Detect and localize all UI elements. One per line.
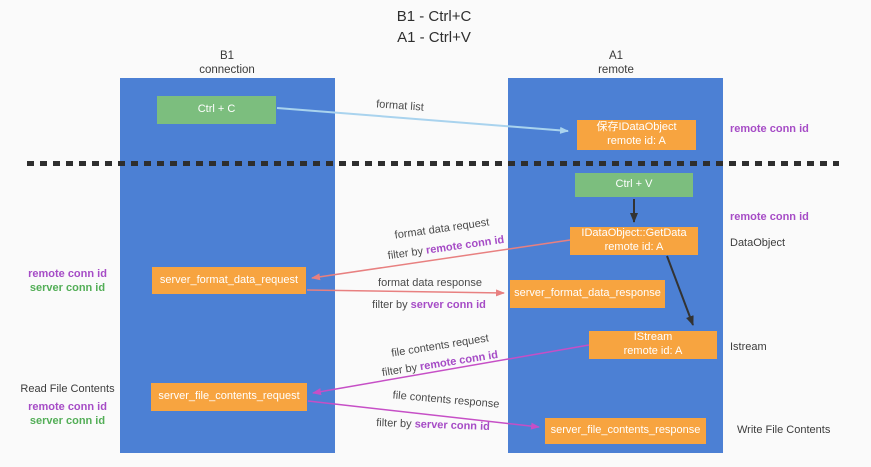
right-annotation-istream: Istream <box>730 341 767 353</box>
right-annotation-remote-conn-id-2: remote conn id <box>730 211 809 223</box>
label-file-contents-response: file contents response <box>392 389 500 411</box>
right-annotation-remote-conn-id-1: remote conn id <box>730 123 809 135</box>
node-ctrl-c: Ctrl + C <box>157 96 276 124</box>
label-format-data-response: format data response <box>378 277 482 289</box>
server-conn-id-text: server conn id <box>414 418 491 433</box>
node-save-idataobject: 保存IDataObject remote id: A <box>577 120 696 150</box>
node-save-idataobject-line2: remote id: A <box>607 135 666 147</box>
format-data-response-arrow <box>306 289 505 297</box>
server-conn-id-text: server conn id <box>410 299 486 311</box>
node-ctrl-c-label: Ctrl + C <box>197 103 236 116</box>
filter-prefix: filter by <box>372 299 411 311</box>
node-istream: IStream remote id: A <box>589 331 717 359</box>
node-istream-line2: remote id: A <box>623 345 683 357</box>
lane-a1-subtitle: remote <box>598 63 634 76</box>
filter-prefix: filter by <box>375 417 415 431</box>
node-ctrl-v-label: Ctrl + V <box>615 178 653 191</box>
left-annotation-server-conn-id-1: server conn id <box>29 282 106 294</box>
node-getdata-line1: IDataObject::GetData <box>581 227 687 240</box>
node-file-response-label: server_file_contents_response <box>550 424 701 437</box>
label-format-list: format list <box>375 98 425 114</box>
diagram-title-line1: B1 - Ctrl+C <box>396 8 472 25</box>
lane-b1-title: B1 <box>219 50 235 62</box>
label-filter-server-2: filter by server conn id <box>376 417 490 433</box>
node-getdata-line2: remote id: A <box>604 241 664 253</box>
node-server-format-data-request: server_format_data_request <box>152 267 306 294</box>
node-ctrl-v: Ctrl + V <box>575 173 693 197</box>
filter-prefix: filter by <box>387 244 427 263</box>
lane-header-b1: B1 connection <box>199 50 255 78</box>
diagram-title: B1 - Ctrl+C A1 - Ctrl+V <box>397 6 472 49</box>
node-server-file-contents-response: server_file_contents_response <box>545 418 706 444</box>
right-annotation-write-file-contents: Write File Contents <box>737 424 831 436</box>
node-idataobject-getdata: IDataObject::GetData remote id: A <box>570 227 698 255</box>
diagram-title-line2: A1 - Ctrl+V <box>397 29 471 47</box>
right-annotation-dataobject: DataObject <box>730 237 786 249</box>
node-server-file-contents-request: server_file_contents_request <box>151 383 307 411</box>
node-save-idataobject-line1: 保存IDataObject <box>596 121 677 134</box>
node-format-request-label: server_format_data_request <box>159 273 299 286</box>
node-format-response-label: server_format_data_response <box>514 287 661 300</box>
node-server-format-data-response: server_format_data_response <box>510 280 665 308</box>
dashed-separator <box>27 161 839 166</box>
left-annotation-remote-conn-id-2: remote conn id <box>28 401 107 413</box>
node-istream-line1: IStream <box>633 331 673 344</box>
filter-prefix: filter by <box>381 361 422 380</box>
lane-b1-subtitle: connection <box>199 63 255 76</box>
node-file-request-label: server_file_contents_request <box>158 390 300 403</box>
left-annotation-remote-conn-id-1: remote conn id <box>28 268 107 280</box>
lane-header-a1: A1 remote <box>598 50 634 78</box>
lane-a1-title: A1 <box>608 50 624 62</box>
left-annotation-server-conn-id-2: server conn id <box>29 415 106 427</box>
left-annotation-read-file-contents: Read File Contents <box>20 383 115 395</box>
label-filter-server-1: filter by server conn id <box>372 299 486 311</box>
remote-conn-id-text: remote conn id <box>425 233 505 257</box>
